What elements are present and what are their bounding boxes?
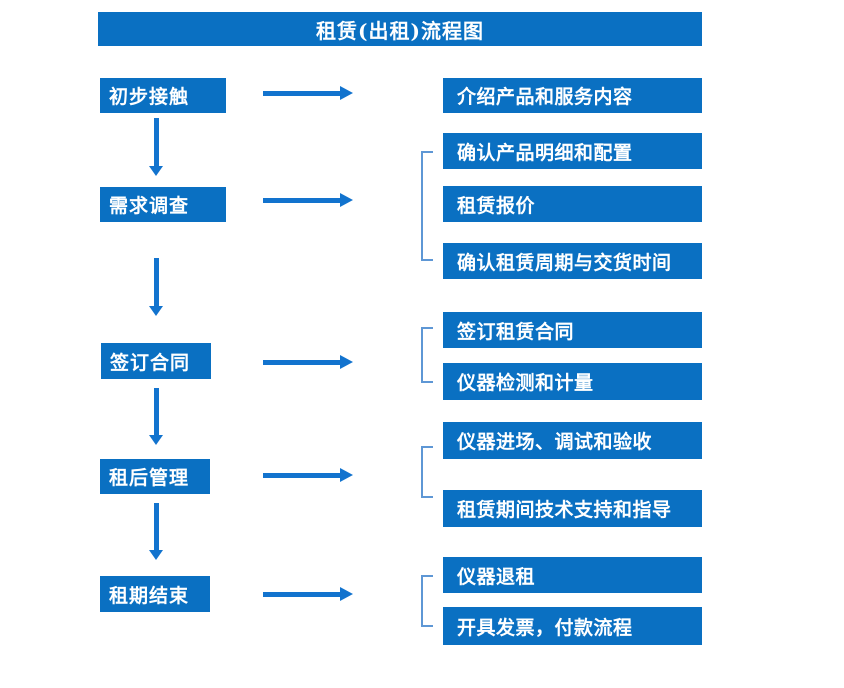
stage-box-demand-survey: 需求调查: [100, 187, 226, 222]
arrow-right-stage3-icon: [263, 355, 353, 369]
stage-box-initial-contact: 初步接触: [100, 78, 226, 113]
detail-box-rental-quote: 租赁报价: [443, 186, 702, 222]
stage-box-post-rental-management: 租后管理: [100, 459, 210, 494]
stage-box-sign-contract: 签订合同: [101, 343, 211, 379]
bracket-stage5-group: [421, 575, 433, 627]
detail-box-instrument-return: 仪器退租: [443, 557, 702, 593]
flowchart-title: 租赁(出租)流程图: [316, 18, 484, 43]
arrow-right-stage4-icon: [263, 468, 353, 482]
flowchart-title-bar: 租赁(出租)流程图: [98, 12, 702, 46]
bracket-stage3-group: [421, 327, 433, 383]
detail-box-rental-tech-support: 租赁期间技术支持和指导: [443, 490, 702, 527]
detail-box-instrument-setup-acceptance: 仪器进场、调试和验收: [443, 422, 702, 459]
arrow-down-1-icon: [149, 118, 163, 176]
arrow-down-2-icon: [149, 258, 163, 316]
detail-box-intro-products-services: 介绍产品和服务内容: [443, 78, 702, 113]
detail-box-confirm-product-details-config: 确认产品明细和配置: [443, 133, 702, 169]
detail-box-invoice-payment: 开具发票，付款流程: [443, 607, 702, 645]
arrow-right-stage1-icon: [263, 86, 353, 100]
bracket-stage2-group: [421, 151, 433, 261]
arrow-down-3-icon: [149, 388, 163, 445]
arrow-right-stage5-icon: [263, 587, 353, 601]
detail-box-instrument-inspection-metering: 仪器检测和计量: [443, 363, 702, 400]
arrow-down-4-icon: [149, 503, 163, 560]
arrow-right-stage2-icon: [263, 193, 353, 207]
stage-box-rental-end: 租期结束: [100, 576, 210, 612]
detail-box-confirm-period-delivery: 确认租赁周期与交货时间: [443, 243, 702, 279]
bracket-stage4-group: [421, 446, 433, 498]
detail-box-sign-rental-contract: 签订租赁合同: [443, 312, 702, 348]
